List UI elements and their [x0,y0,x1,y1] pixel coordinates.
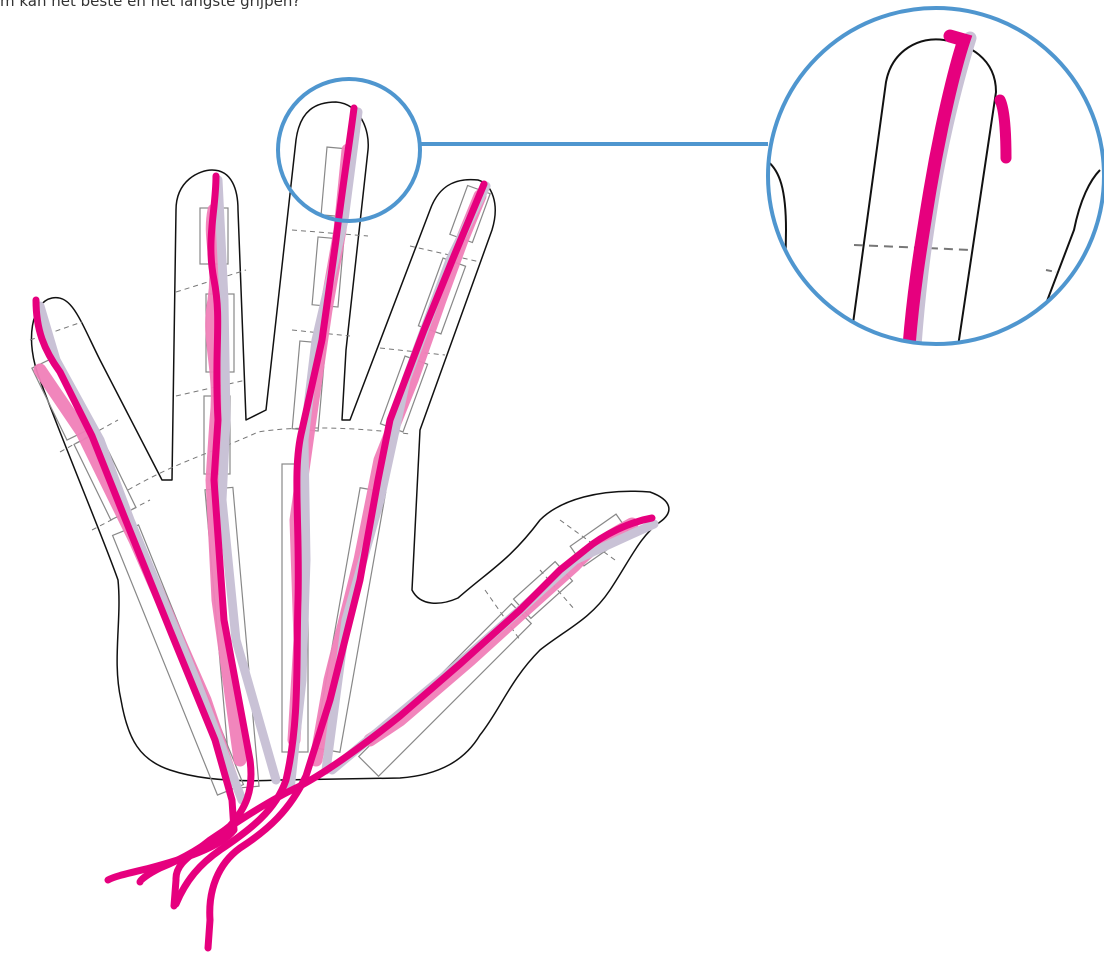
hand-tendon-diagram [0,0,1104,960]
